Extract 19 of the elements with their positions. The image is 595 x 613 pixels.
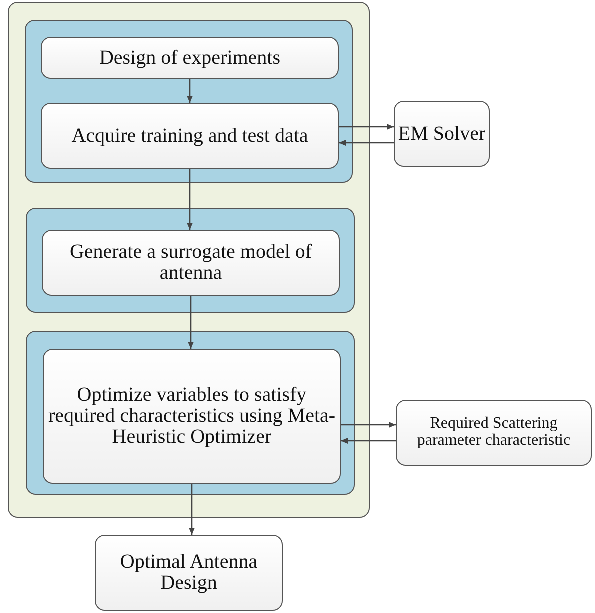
process-box: Design of experiments [41, 37, 339, 79]
stage-panel [26, 208, 355, 313]
arrow [187, 169, 193, 230]
arrow [341, 422, 396, 428]
arrow [341, 438, 396, 444]
stage-panel [26, 331, 355, 495]
output-box: Optimal Antenna Design [95, 535, 283, 611]
stage-panel [25, 20, 353, 183]
solver-box: EM Solver [394, 101, 490, 167]
input-box: Required Scattering parameter characteristic [396, 400, 592, 466]
process-box: Optimize variables to satisfy required characteristics using Meta-Heuristic Optimizer [43, 349, 341, 484]
outer-panel [8, 2, 370, 518]
arrow [188, 296, 194, 349]
arrow [189, 484, 195, 535]
arrow [339, 124, 394, 130]
arrow [339, 140, 394, 146]
arrow [187, 79, 193, 103]
process-box: Generate a surrogate model of antenna [42, 230, 340, 296]
process-box: Acquire training and test data [41, 103, 339, 169]
